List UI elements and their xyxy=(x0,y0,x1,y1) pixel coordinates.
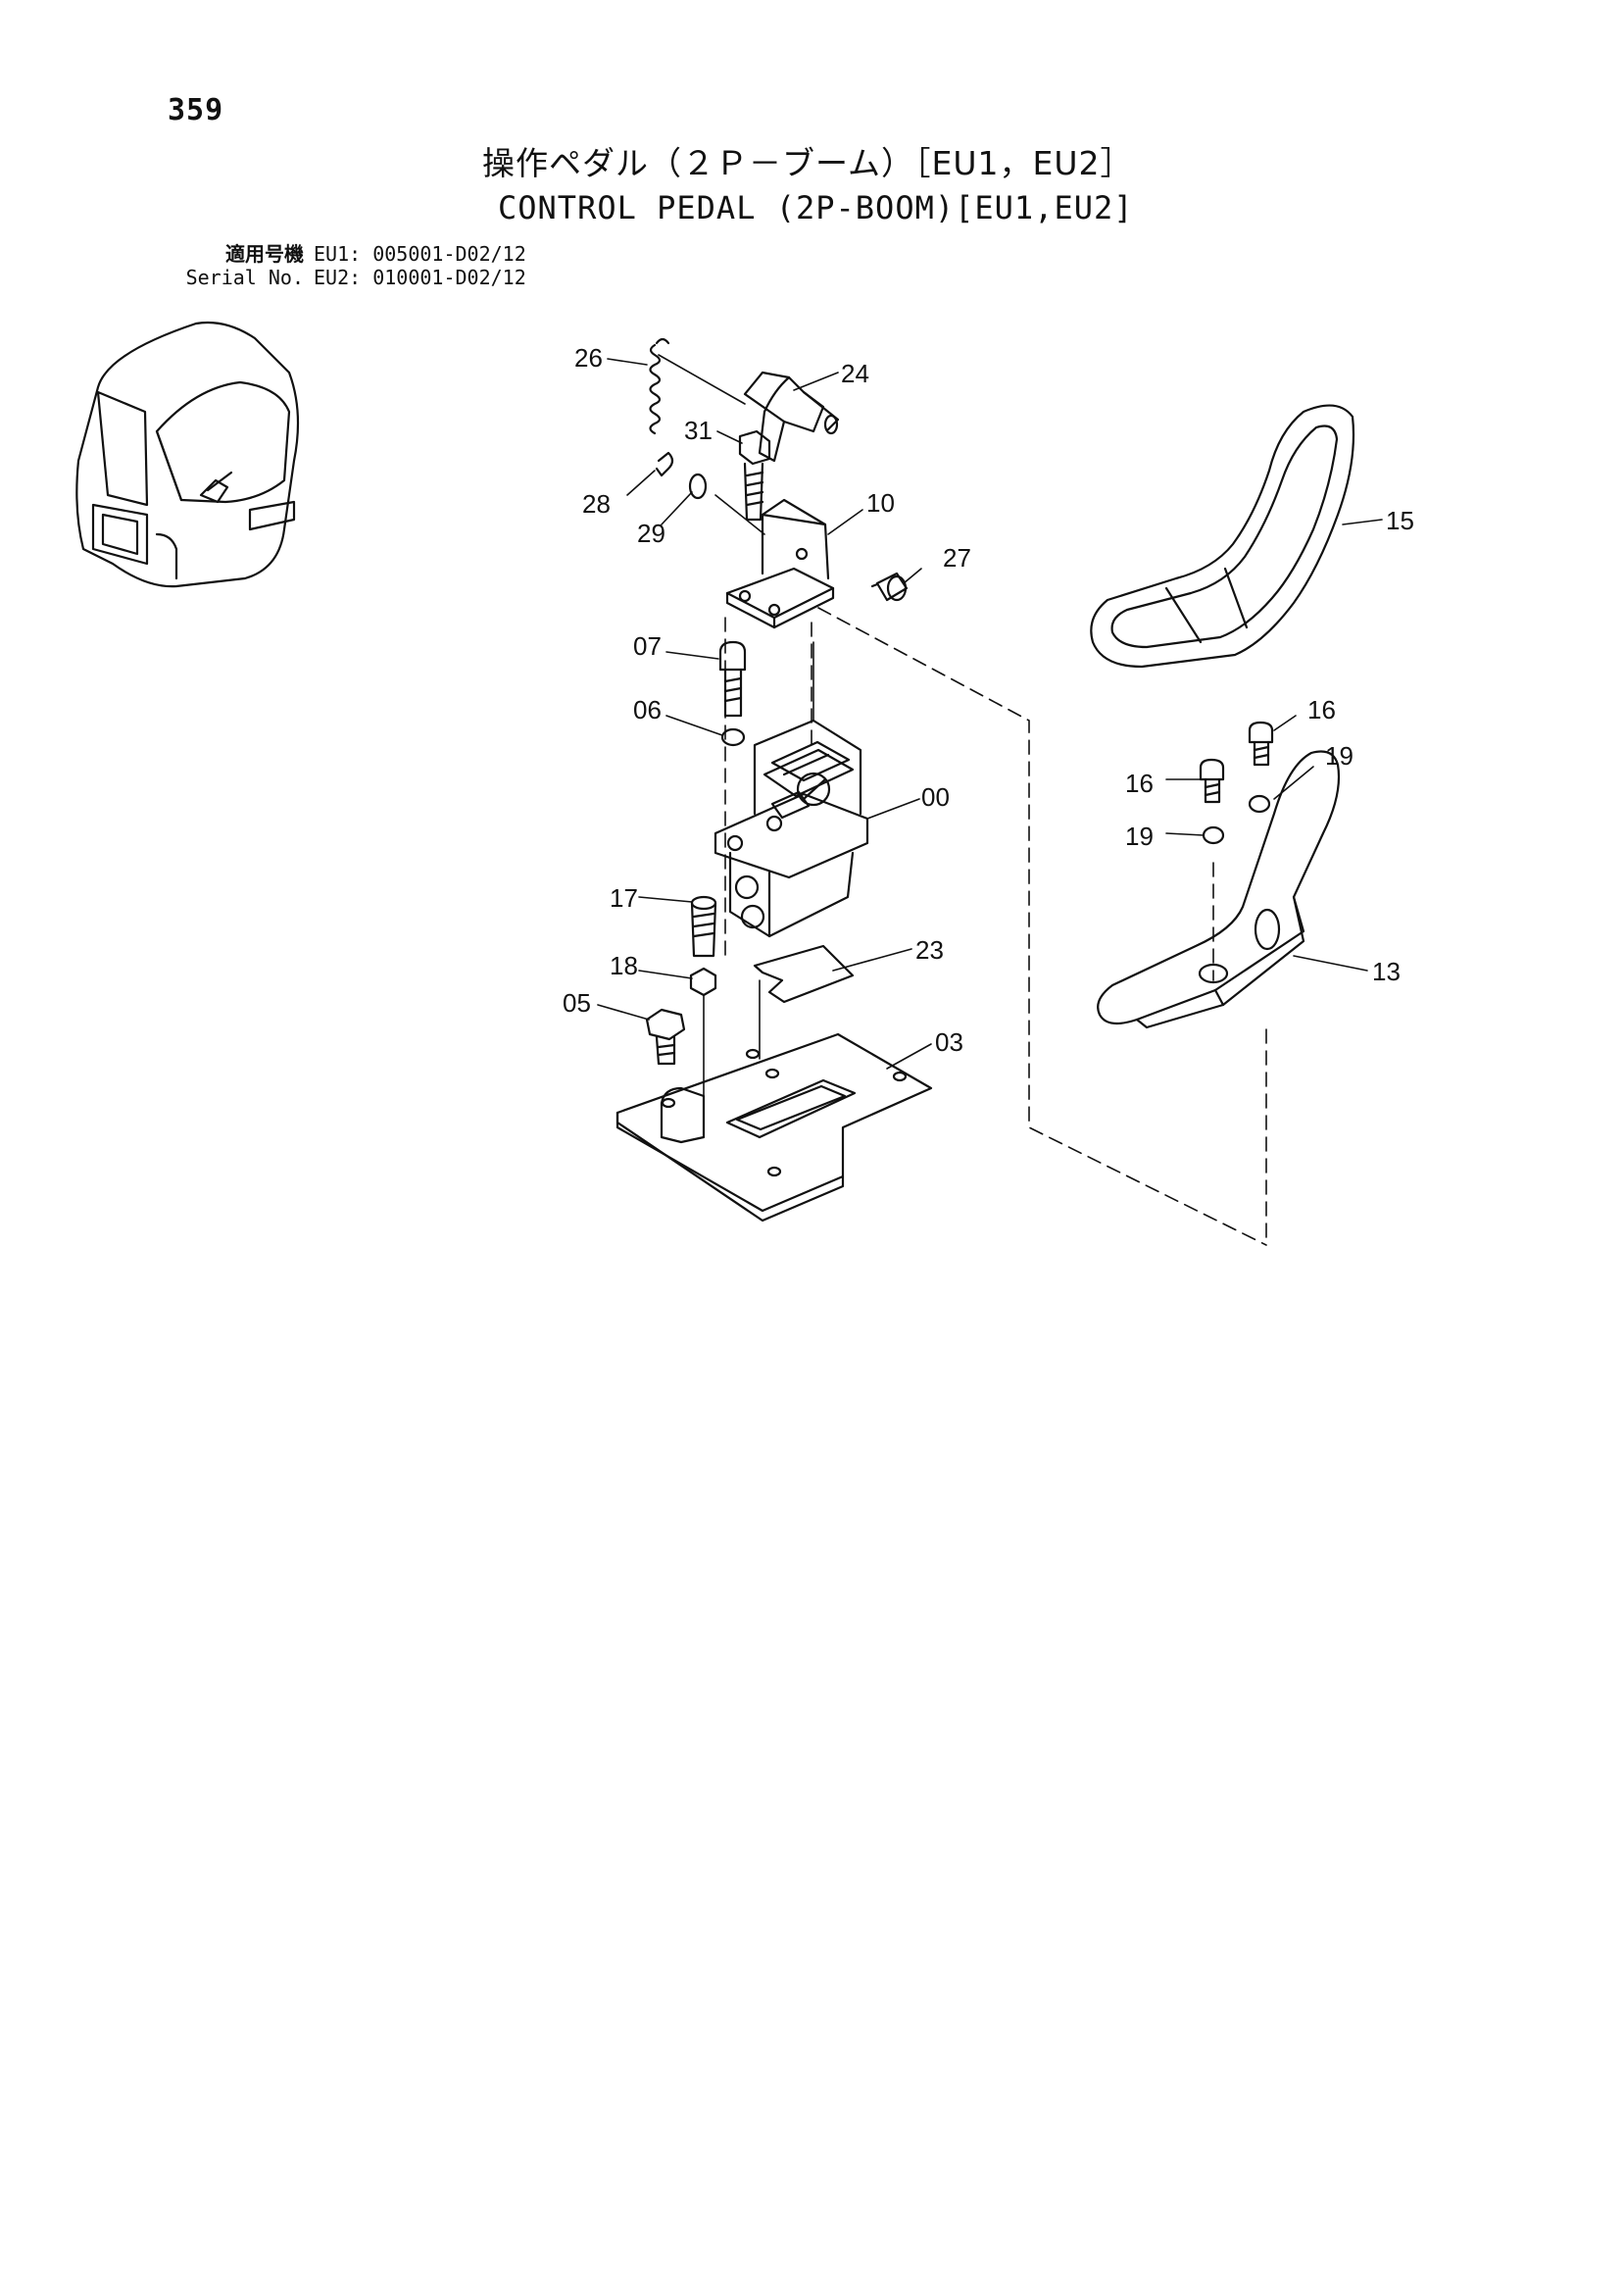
part-pin-27 xyxy=(870,572,909,602)
callout-17: 17 xyxy=(610,883,638,913)
serial-number-block: 適用号機 EU1: 005001-D02/12 Serial No. EU2: 01… xyxy=(163,242,526,289)
part-washer-19-right xyxy=(1248,794,1271,814)
leader-dashed-lines xyxy=(724,607,1267,1246)
callout-24: 24 xyxy=(841,359,869,388)
callout-15: 15 xyxy=(1386,506,1414,535)
serial-label-jp: 適用号機 xyxy=(225,242,304,266)
callout-03: 03 xyxy=(935,1027,963,1057)
part-bolt-17 xyxy=(690,895,717,958)
part-pedal-bracket xyxy=(743,371,840,463)
part-shim xyxy=(753,944,855,1004)
callout-28: 28 xyxy=(582,489,611,519)
callout-16-left: 16 xyxy=(1125,769,1154,798)
part-valve-body xyxy=(714,641,869,938)
part-bolt-07 xyxy=(718,640,747,718)
callout-05: 05 xyxy=(563,988,591,1018)
part-pedal-lower xyxy=(1097,750,1341,1029)
callout-23: 23 xyxy=(915,935,944,965)
callout-10: 10 xyxy=(866,488,895,518)
callout-leaders xyxy=(597,358,1383,1070)
part-washer-06 xyxy=(720,727,746,747)
callout-26: 26 xyxy=(574,343,603,373)
part-washer-19-left xyxy=(1202,825,1225,845)
callout-18: 18 xyxy=(610,951,638,980)
callout-19-left: 19 xyxy=(1125,822,1154,851)
callout-31: 31 xyxy=(684,416,713,445)
title-english: CONTROL PEDAL (2P-BOOM)[EU1,EU2] xyxy=(498,189,1134,226)
part-bolt-05 xyxy=(645,1008,686,1066)
serial-row-eu1: 適用号機 EU1: 005001-D02/12 xyxy=(163,242,526,266)
callout-07: 07 xyxy=(633,631,662,661)
callout-labels: 26 24 31 28 29 10 27 15 07 06 00 16 16 1… xyxy=(563,343,1414,1057)
callout-19-right: 19 xyxy=(1325,741,1353,771)
serial-value-eu1: EU1: 005001-D02/12 xyxy=(314,242,526,266)
part-base-plate xyxy=(615,979,933,1223)
callout-27: 27 xyxy=(943,543,971,573)
part-clip xyxy=(655,451,674,477)
callout-29: 29 xyxy=(637,519,665,548)
part-screw-16-right xyxy=(1248,721,1274,767)
serial-value-eu2: EU2: 010001-D02/12 xyxy=(314,266,526,289)
page-number: 359 xyxy=(168,93,224,127)
callout-06: 06 xyxy=(633,695,662,724)
part-bolt-31 xyxy=(738,429,771,522)
callout-00: 00 xyxy=(921,782,950,812)
serial-label-en: Serial No. xyxy=(185,266,304,289)
part-nut-18 xyxy=(689,967,717,997)
part-washer-29 xyxy=(688,473,708,500)
part-spring xyxy=(649,337,746,435)
part-pedal-pad-upper xyxy=(1090,404,1355,669)
title-japanese: 操作ペダル（２Ｐ－ブーム）［EU1，EU2］ xyxy=(482,144,1134,182)
callout-16-right: 16 xyxy=(1307,695,1336,724)
part-bracket-plate xyxy=(714,494,835,629)
serial-row-eu2: Serial No. EU2: 010001-D02/12 xyxy=(163,266,526,289)
cab-location-thumbnail xyxy=(75,321,300,588)
part-screw-16-left xyxy=(1199,758,1225,804)
callout-13: 13 xyxy=(1372,957,1401,986)
